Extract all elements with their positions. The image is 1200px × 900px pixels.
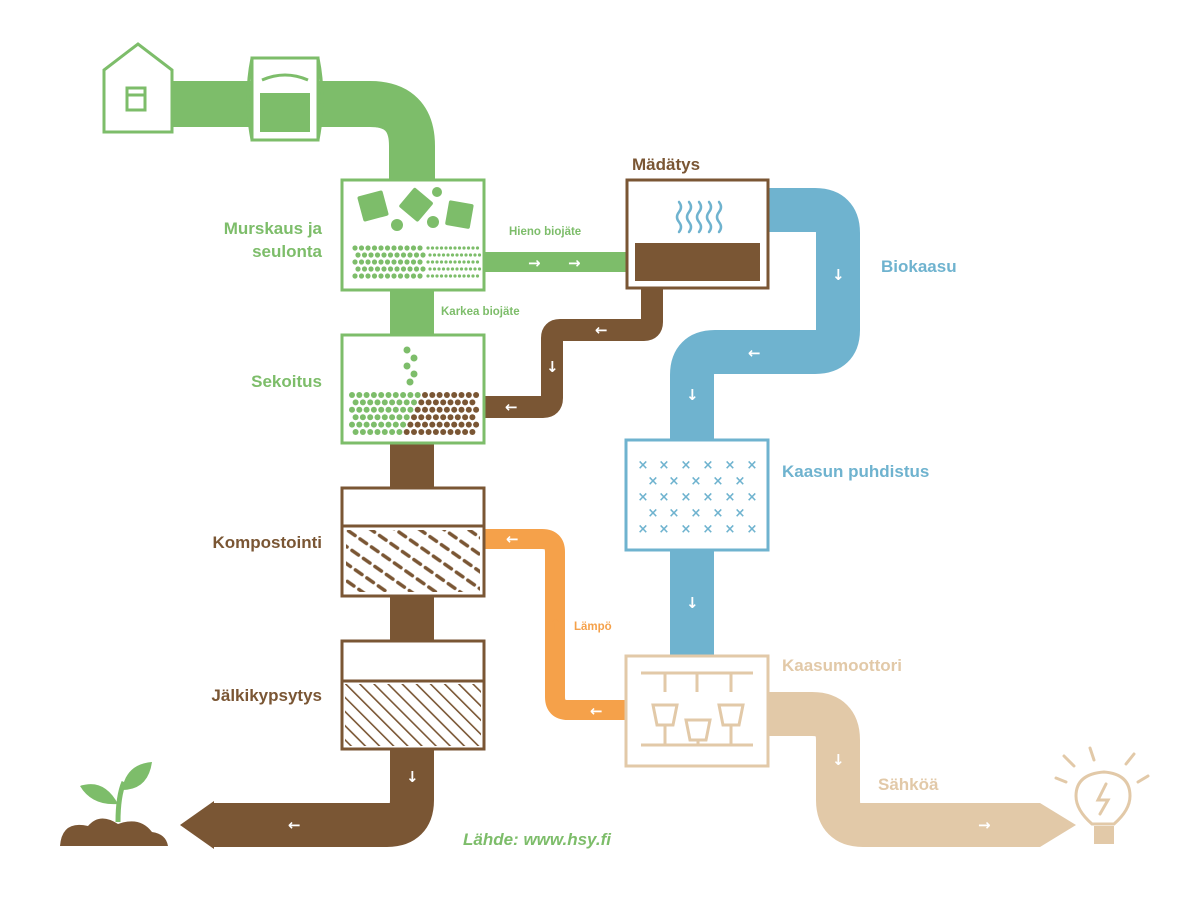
label-digestion: Mädätys <box>632 155 700 174</box>
gas-engine-box <box>624 654 770 768</box>
arrow-elec-1: ↓ <box>832 751 845 769</box>
svg-text:×: × <box>681 522 692 537</box>
arrow-output-2: ← <box>288 816 301 834</box>
svg-text:×: × <box>691 506 702 521</box>
brown-pipe-mixing-compost <box>390 443 434 488</box>
blue-pipe-to-engine <box>670 550 714 656</box>
svg-text:×: × <box>659 458 670 473</box>
composting-box <box>340 486 486 598</box>
arrow-output-1: ↓ <box>406 768 419 786</box>
svg-text:×: × <box>669 506 680 521</box>
svg-text:×: × <box>638 458 649 473</box>
arrow-biogas-2: ← <box>748 344 761 362</box>
svg-text:×: × <box>713 506 724 521</box>
svg-text:×: × <box>659 522 670 537</box>
blue-pipe-biogas <box>670 188 860 440</box>
svg-text:×: × <box>713 474 724 489</box>
svg-text:×: × <box>725 458 736 473</box>
svg-text:×: × <box>681 490 692 505</box>
arrow-biogas-4: ↓ <box>686 594 699 612</box>
svg-text:×: × <box>747 490 758 505</box>
label-gas-engine: Kaasumoottori <box>782 656 902 675</box>
label-coarse-biowaste: Karkea biojäte <box>441 306 520 318</box>
svg-text:×: × <box>703 522 714 537</box>
green-pipe-intake <box>165 81 435 180</box>
green-pipe-coarse <box>390 290 434 335</box>
svg-text:×: × <box>691 474 702 489</box>
svg-text:×: × <box>638 490 649 505</box>
crushing-box <box>340 178 486 292</box>
svg-text:×: × <box>735 506 746 521</box>
arrow-digestate-1: ← <box>595 321 608 339</box>
svg-text:×: × <box>735 474 746 489</box>
digestion-box <box>625 178 770 290</box>
arrow-fine-1: → <box>528 254 541 272</box>
label-heat: Lämpö <box>574 621 612 633</box>
brown-pipe-output <box>212 749 434 847</box>
house-icon <box>102 42 174 134</box>
svg-text:×: × <box>648 474 659 489</box>
arrow-digestate-2: ↓ <box>546 358 559 376</box>
svg-text:×: × <box>681 458 692 473</box>
brown-pipe-digestate <box>484 288 663 418</box>
brown-pipe-compost-mature <box>390 596 434 641</box>
arrow-elec-2: → <box>978 816 991 834</box>
beige-pipe-arrowhead <box>1040 803 1076 847</box>
label-crushing: Murskaus ja <box>224 219 323 238</box>
svg-text:×: × <box>648 506 659 521</box>
svg-text:×: × <box>638 522 649 537</box>
svg-text:×: × <box>659 490 670 505</box>
arrow-digestate-3: ← <box>505 398 518 416</box>
arrow-fine-2: → <box>568 254 581 272</box>
sprout-icon <box>60 762 168 846</box>
svg-text:×: × <box>669 474 680 489</box>
svg-text:×: × <box>703 490 714 505</box>
label-fine-biowaste: Hieno biojäte <box>509 226 581 238</box>
beige-pipe-electricity <box>768 692 1040 847</box>
filter-crosses: ×××××××××××××××××××××××××××× <box>638 458 758 537</box>
mixing-box <box>340 333 486 445</box>
svg-text:×: × <box>747 522 758 537</box>
label-composting: Kompostointi <box>212 533 322 552</box>
arrow-heat-1: ← <box>506 530 519 548</box>
arrow-biogas-1: ↓ <box>832 266 845 284</box>
biobin-icon <box>246 56 324 142</box>
svg-text:×: × <box>703 458 714 473</box>
green-pipe-fine <box>484 252 627 272</box>
lightbulb-icon <box>1054 746 1150 844</box>
arrow-biogas-3: ↓ <box>686 386 699 404</box>
svg-text:×: × <box>725 490 736 505</box>
orange-pipe-heat <box>484 529 627 720</box>
svg-text:×: × <box>747 458 758 473</box>
svg-text:×: × <box>725 522 736 537</box>
crushing-granules <box>352 245 482 279</box>
steam-icon <box>675 200 723 234</box>
label-post-maturation: Jälkikypsytys <box>211 686 322 705</box>
label-electricity: Sähköä <box>878 775 939 794</box>
arrow-heat-up: ↑ <box>549 616 562 634</box>
label-mixing: Sekoitus <box>251 372 322 391</box>
source-note: Lähde: www.hsy.fi <box>463 830 612 849</box>
brown-pipe-arrowhead <box>180 801 214 849</box>
arrow-heat-2: ← <box>590 702 603 720</box>
mixing-granules <box>349 392 480 435</box>
label-gas-cleaning: Kaasun puhdistus <box>782 462 929 481</box>
post-maturation-box <box>340 639 486 751</box>
label-crushing-line2: seulonta <box>252 242 322 261</box>
label-biogas: Biokaasu <box>881 257 957 276</box>
gas-cleaning-box: ×××××××××××××××××××××××××××× <box>624 438 770 552</box>
